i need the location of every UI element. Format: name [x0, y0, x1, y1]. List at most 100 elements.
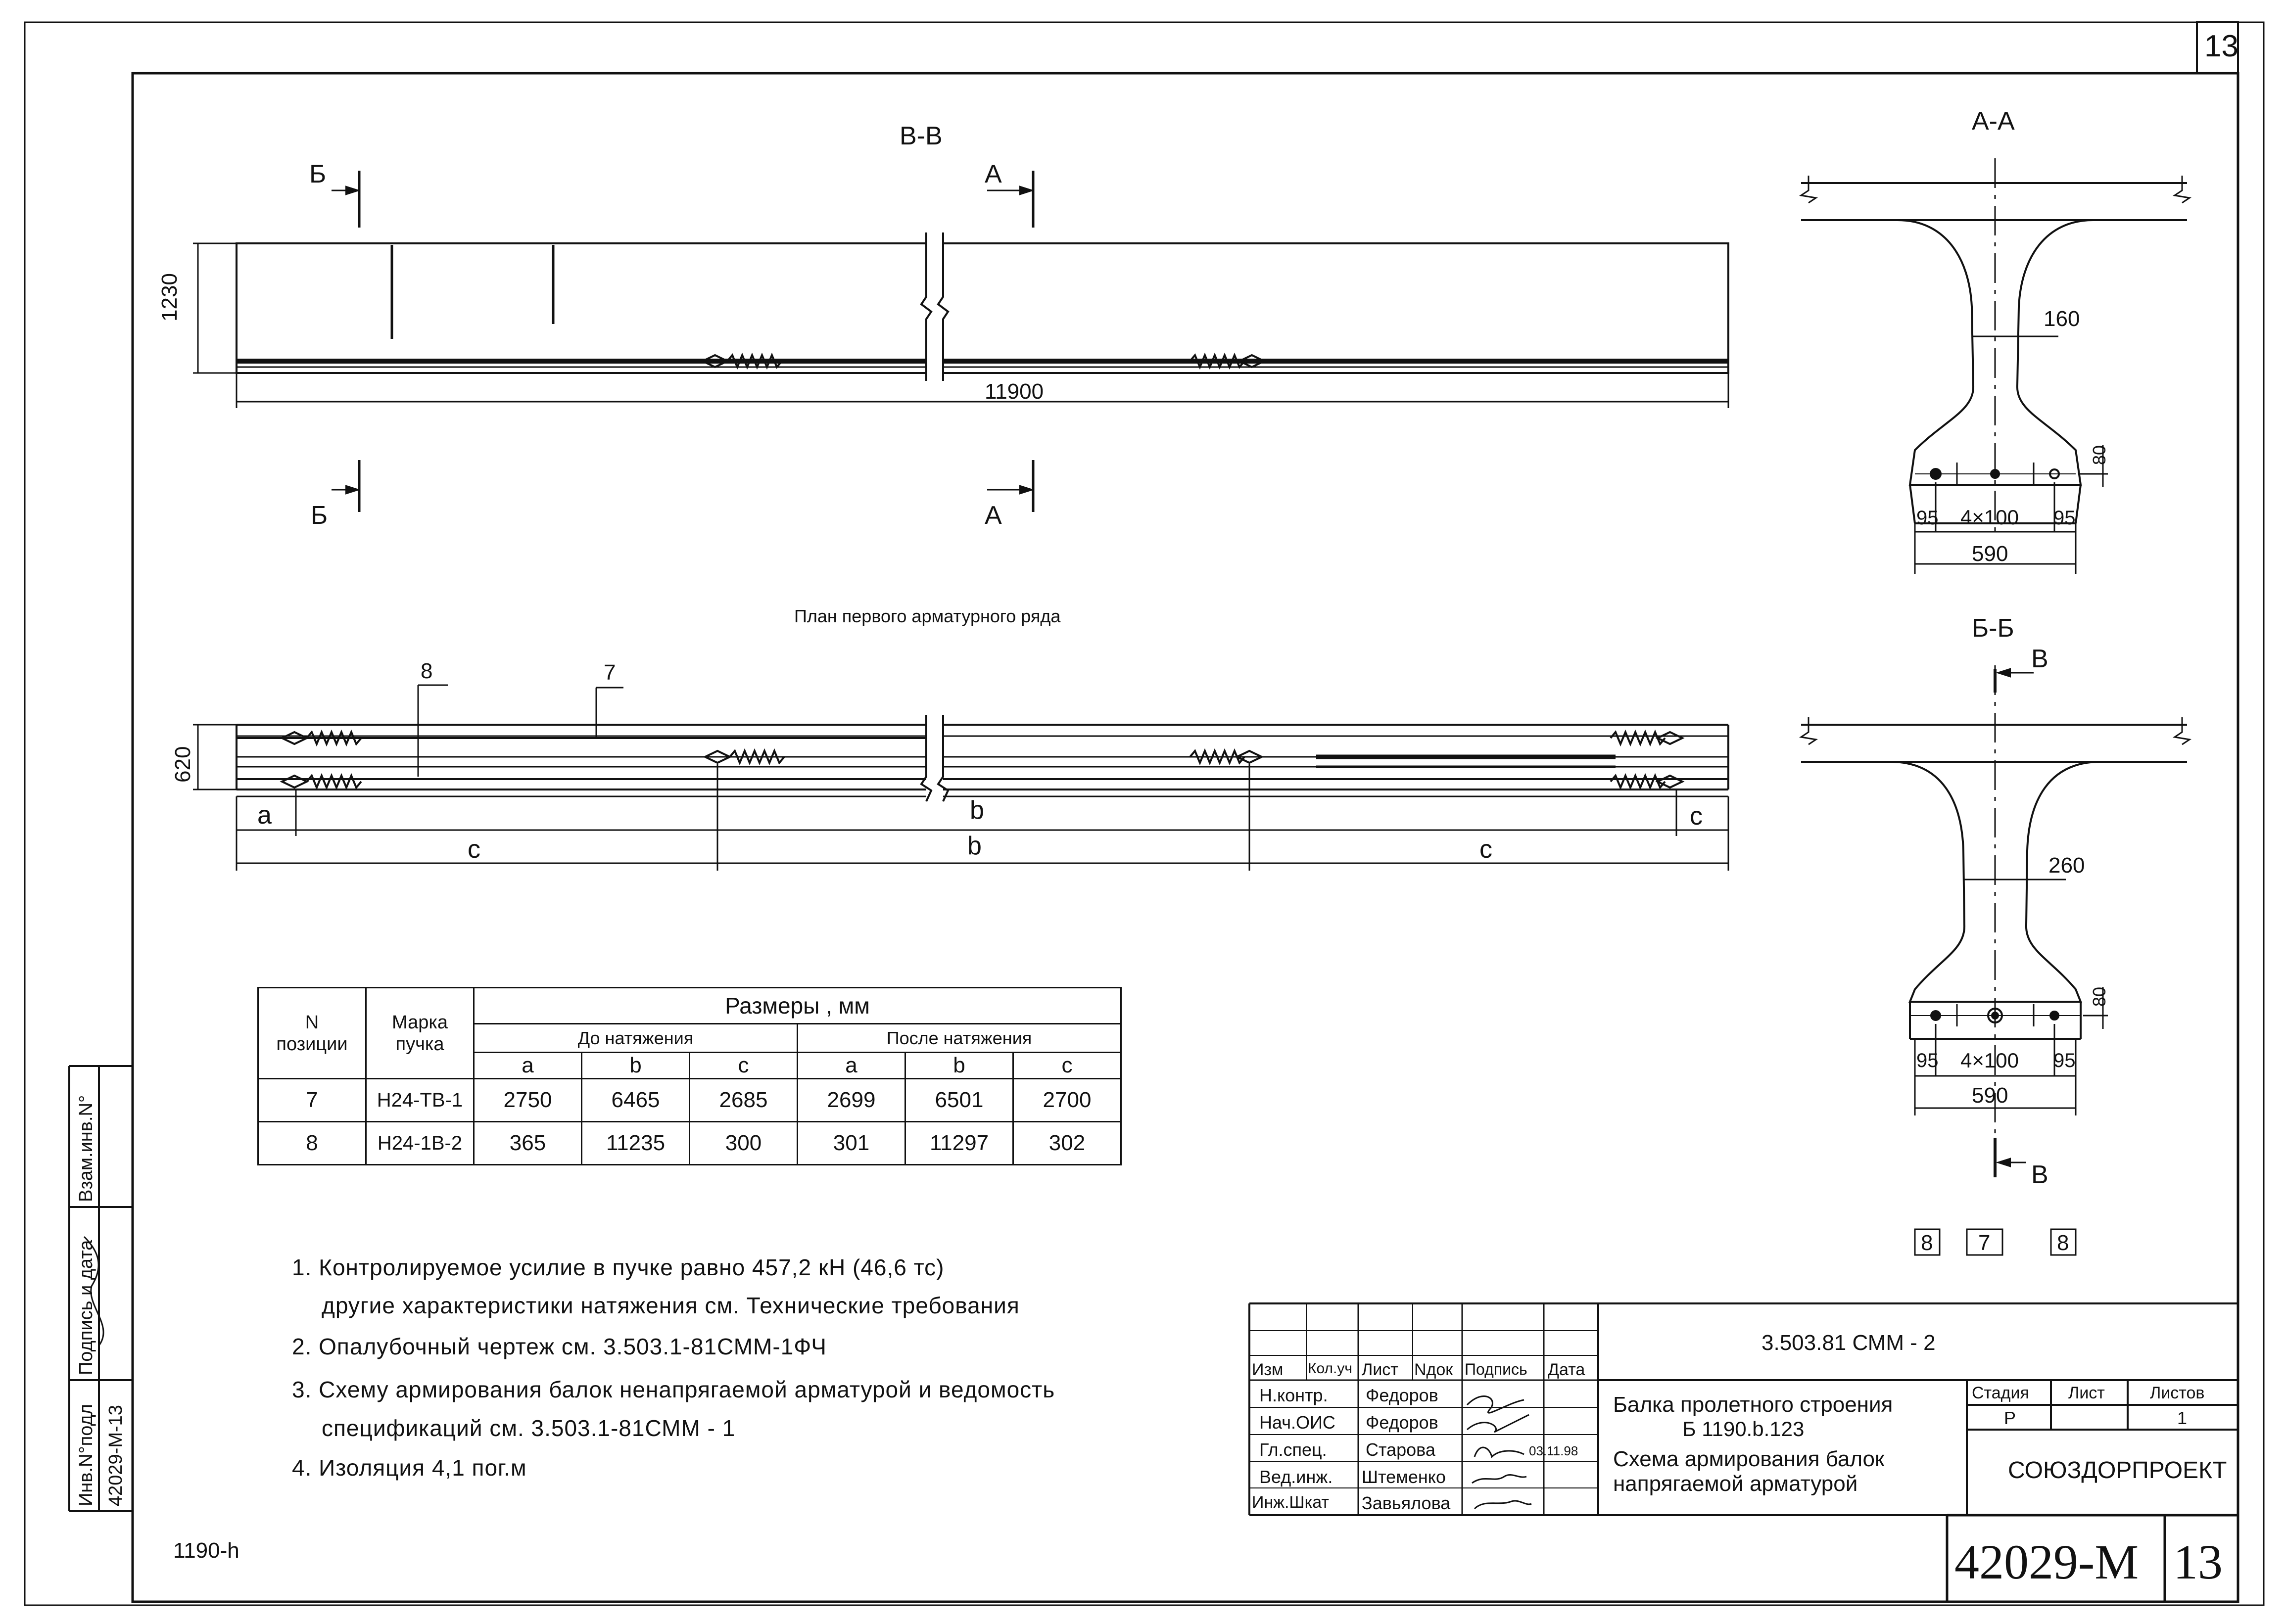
table-header-position-line2: позиции	[276, 1033, 348, 1055]
table-col-c1: c	[689, 1052, 798, 1079]
row-c2: 2700	[1012, 1078, 1122, 1122]
tb-name-3: Штеменко	[1362, 1467, 1446, 1487]
table-header-position-line1: N	[305, 1012, 319, 1033]
aa-mid-dim: 4×100	[1960, 506, 2019, 529]
table-header-sizes: Размеры , мм	[473, 987, 1122, 1024]
table-header-position: N позиции	[257, 987, 367, 1079]
row-mark: Н24-1В-2	[365, 1121, 475, 1165]
table-header-mark-line1: Марка	[392, 1012, 448, 1033]
bb-mid-dim: 4×100	[1960, 1049, 2019, 1072]
aa-left-dim: 95	[1916, 507, 1939, 529]
side-stamp-vzam: Взам.инв.N°	[76, 1095, 96, 1202]
bottom-left-code: 1190-h	[173, 1538, 239, 1563]
tb-role-2: Гл.спец.	[1259, 1439, 1327, 1460]
table-col-a2: a	[797, 1052, 906, 1079]
cut-label-a-top: А	[985, 160, 1002, 188]
table-header-mark: Марка пучка	[365, 987, 475, 1079]
tb-date: 03.11.98	[1529, 1443, 1578, 1458]
side-stamp-doc: 42029-М-13	[105, 1405, 126, 1506]
tb-name-line4: напрягаемой арматурой	[1613, 1472, 1858, 1496]
cut-label-b-top: Б	[309, 160, 327, 188]
table-header-mark-line2: пучка	[395, 1033, 444, 1055]
elevation-length-dim: 11900	[985, 379, 1044, 404]
cut-label-b-bottom: Б	[311, 501, 328, 530]
tb-stage-header: Стадия	[1972, 1384, 2029, 1402]
aa-edge-dim: 80	[2089, 445, 2109, 465]
note-1: 1. Контролируемое усилие в пучке равно 4…	[292, 1254, 945, 1280]
side-stamp-inv-podl: Инв.N°подл	[76, 1404, 96, 1506]
table-col-b1: b	[581, 1052, 690, 1079]
row-b2: 11297	[904, 1121, 1014, 1165]
table-header-before: До натяжения	[473, 1023, 798, 1053]
tb-name-line2: Б 1190.b.123	[1682, 1417, 1805, 1440]
note-3: 3. Схему армирования балок ненапрягаемой…	[292, 1377, 1055, 1402]
row-mark: Н24-ТВ-1	[365, 1078, 475, 1122]
table-col-a1: a	[473, 1052, 582, 1079]
row-a1: 365	[473, 1121, 582, 1165]
tb-stage-value: Р	[2004, 1408, 2016, 1428]
plan-dim-a: a	[257, 801, 272, 830]
section-bb	[1799, 665, 2191, 1177]
note-3-cont: спецификаций см. 3.503.1-81СММ - 1	[322, 1415, 736, 1441]
table-row: 8 Н24-1В-2 365 11235 300 301 11297 302	[257, 1121, 1122, 1165]
side-stamp-lines	[68, 1065, 133, 1512]
tb-role-4: Инж.Шкат	[1252, 1493, 1329, 1512]
legend-boxes	[1914, 1228, 2077, 1256]
tb-sheets-value: 1	[2177, 1408, 2188, 1428]
tb-name-2: Старова	[1366, 1439, 1435, 1460]
plan-dim-c-left: c	[468, 835, 480, 864]
legend-box-8-left: 8	[1921, 1231, 1933, 1255]
row-c2: 302	[1012, 1121, 1122, 1165]
note-4: 4. Изоляция 4,1 пог.м	[292, 1455, 527, 1481]
table-header-after: После натяжения	[797, 1023, 1122, 1053]
tb-role-1: Нач.ОИС	[1259, 1412, 1335, 1433]
plan-label-7: 7	[604, 660, 616, 685]
sheet-number-box	[2196, 21, 2239, 74]
inner-frame	[131, 72, 2239, 1603]
note-2: 2. Опалубочный чертеж см. 3.503.1-81СММ-…	[292, 1334, 827, 1359]
row-pos: 8	[257, 1121, 367, 1165]
tb-organization: СОЮЗДОРПРОЕКТ	[2008, 1457, 2227, 1484]
tb-header-data: Дата	[1548, 1360, 1585, 1379]
cut-label-v-top: В	[2031, 645, 2048, 673]
section-label-vv: В-В	[900, 122, 943, 150]
legend-box-8-right: 8	[2057, 1231, 2069, 1255]
signature-scribbles	[83, 1236, 1532, 1510]
side-stamp-sign-date: Подпись и дата	[76, 1240, 96, 1375]
aa-total-dim: 590	[1972, 542, 2008, 566]
tb-role-0: Н.контр.	[1259, 1385, 1328, 1405]
section-aa	[1799, 158, 2191, 574]
bb-edge-dim: 80	[2089, 986, 2109, 1007]
plan-title: План первого арматурного ряда	[794, 606, 1061, 626]
title-code: 3.503.81 СММ - 2	[1761, 1331, 1936, 1355]
plan-dim-b-lower: b	[967, 832, 982, 860]
cut-label-a-bottom: А	[985, 501, 1002, 530]
plan-view	[193, 684, 1729, 871]
section-label-aa: А-А	[1972, 107, 2015, 136]
bb-web-dim: 260	[2048, 853, 2085, 878]
row-pos: 7	[257, 1078, 367, 1122]
tb-sheets-header: Листов	[2150, 1384, 2205, 1402]
table-col-c2: c	[1012, 1052, 1122, 1079]
row-b2: 6501	[904, 1078, 1014, 1122]
tb-name-line1: Балка пролетного строения	[1613, 1392, 1893, 1417]
aa-right-dim: 95	[2053, 507, 2076, 529]
plan-dim-c-right: c	[1690, 802, 1703, 831]
tb-header-list: Лист	[1362, 1360, 1398, 1379]
sheet-number-top: 13	[2204, 29, 2238, 63]
tb-page-number: 13	[2173, 1534, 2223, 1589]
elevation-view	[193, 171, 1729, 512]
title-block-lines	[1248, 1302, 2238, 1602]
note-1-cont: другие характеристики натяжения см. Техн…	[322, 1293, 1020, 1318]
tb-sheet-header: Лист	[2068, 1384, 2105, 1402]
tb-role-3: Вед.инж.	[1259, 1467, 1333, 1487]
row-b1: 11235	[581, 1121, 690, 1165]
outer-frame	[24, 21, 2265, 1606]
row-a2: 2699	[797, 1078, 906, 1122]
rebar-size-table: N позиции Марка пучка Размеры , мм До на…	[257, 987, 1122, 1165]
aa-web-dim: 160	[2044, 307, 2080, 331]
plan-dim-b-upper: b	[970, 796, 984, 825]
table-row: 7 Н24-ТВ-1 2750 6465 2685 2699 6501 2700	[257, 1078, 1122, 1122]
section-label-bb: Б-Б	[1972, 614, 2014, 643]
